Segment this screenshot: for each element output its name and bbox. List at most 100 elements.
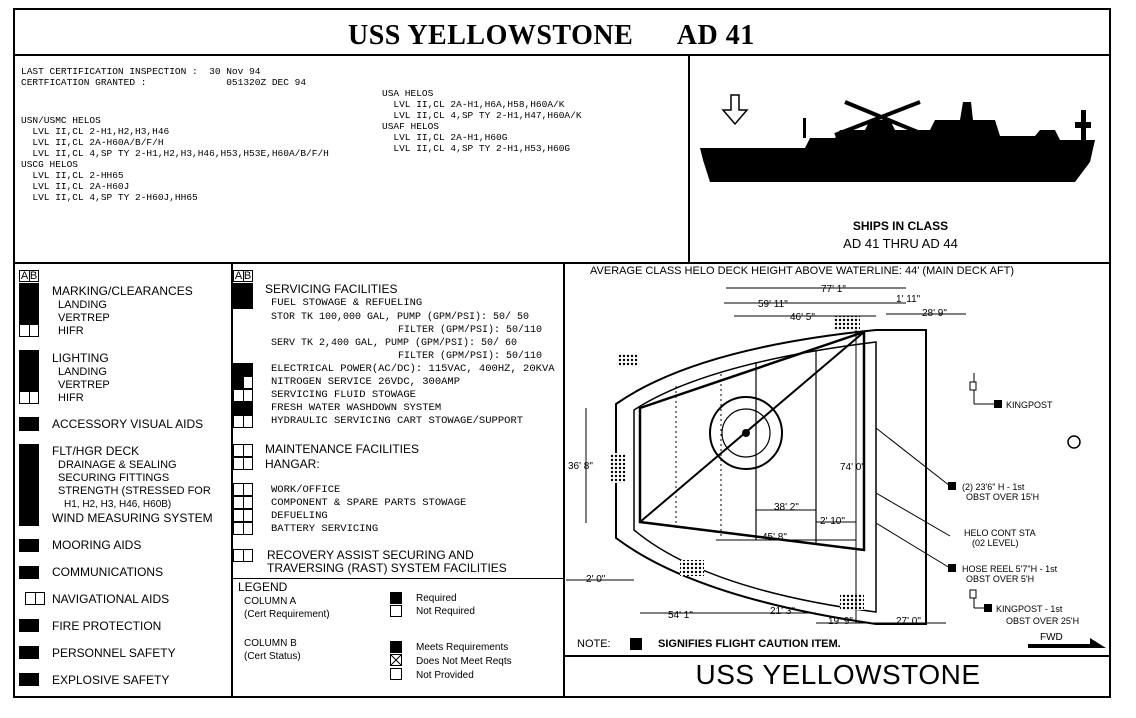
item-visual-aids: ACCESSORY VISUAL AIDS — [52, 417, 204, 431]
info-divider — [688, 56, 690, 264]
check-personnel — [19, 646, 39, 659]
check-nav — [25, 592, 45, 605]
item-comms: COMMUNICATIONS — [52, 565, 164, 579]
item-flt-hgr: FLT/HGR DECK — [52, 444, 140, 458]
down-arrow-icon — [721, 94, 749, 126]
item-battery: BATTERY SERVICING — [271, 523, 379, 535]
check-flt-hgr — [19, 444, 39, 514]
item-freshwater: FRESH WATER WASHDOWN SYSTEM — [271, 402, 442, 414]
item-serv-filter: FILTER (GPM/PSI): 50/110 — [398, 351, 543, 362]
item-maintenance: MAINTENANCE FACILITIES — [265, 442, 420, 456]
legend-not-provided: Not Provided — [416, 670, 474, 681]
check-marking-hifr — [19, 324, 39, 337]
title-bar — [13, 8, 1111, 56]
ship-name: USS YELLOWSTONE — [348, 20, 634, 51]
dim-28: 28' 9" — [922, 308, 947, 319]
legend-title: LEGEND — [238, 580, 288, 594]
item-personnel: PERSONNEL SAFETY — [52, 646, 176, 660]
check-marking-landing — [19, 298, 39, 311]
item-securing: SECURING FITTINGS — [58, 472, 170, 484]
label-fwd: FWD — [1040, 632, 1063, 643]
legend-col-a: COLUMN A — [244, 596, 297, 607]
item-lighting-vertrep: VERTREP — [58, 379, 110, 391]
check-battery — [233, 522, 253, 535]
item-marking-landing: LANDING — [58, 299, 107, 311]
check-lighting-vertrep — [19, 378, 39, 391]
label-helo-cont-2: (02 LEVEL) — [972, 538, 1019, 548]
ships-in-class-range: AD 41 THRU AD 44 — [843, 236, 958, 251]
check-component — [233, 496, 253, 509]
note-text: SIGNIFIES FLIGHT CAUTION ITEM. — [658, 638, 841, 650]
note-caution-swatch — [630, 638, 642, 650]
label-kingpost-2b: OBST OVER 25'H — [1006, 616, 1079, 626]
legend-not-required-swatch — [390, 605, 402, 617]
dim-59: 59' 11" — [758, 299, 788, 310]
legend-not-meets-swatch — [390, 654, 402, 666]
item-nitrogen: NITROGEN SERVICE 26VDC, 300AMP — [271, 376, 461, 388]
dim-19: 19' 9" — [828, 616, 853, 627]
item-hydraulic: HYDRAULIC SERVICING CART STOWAGE/SUPPORT — [271, 415, 524, 427]
check-mooring — [19, 539, 39, 552]
check-explosive — [19, 673, 39, 686]
ship-silhouette — [700, 94, 1095, 182]
item-stor: STOR TK 100,000 GAL, PUMP (GPM/PSI): 50/… — [271, 312, 530, 323]
check-wind — [19, 512, 39, 526]
col-header-left: A B — [19, 270, 39, 282]
cert-line-1: LAST CERTIFICATION INSPECTION : 30 Nov 9… — [21, 66, 261, 77]
note-label: NOTE: — [577, 638, 611, 650]
left-col-divider — [231, 264, 233, 698]
check-fluid — [233, 389, 253, 402]
check-lighting-landing — [19, 365, 39, 378]
label-helo-cont: HELO CONT STA — [964, 528, 1036, 538]
check-recovery — [233, 549, 253, 562]
item-fuel: FUEL STOWAGE & REFUELING — [271, 297, 423, 309]
check-maintenance — [233, 444, 253, 457]
dim-21: 21' 3" — [770, 606, 795, 617]
legend-col-b: COLUMN B — [244, 638, 297, 649]
legend-not-required: Not Required — [416, 606, 475, 617]
item-lighting-landing: LANDING — [58, 366, 107, 378]
dim-74: 74' 0" — [840, 462, 865, 473]
dim-45: 45' 8" — [762, 532, 787, 543]
item-hangar: HANGAR: — [265, 457, 320, 471]
footer-ship-name: USS YELLOWSTONE — [695, 659, 981, 690]
legend-required-swatch — [390, 592, 402, 604]
item-recovery-2: TRAVERSING (RAST) SYSTEM FACILITIES — [267, 561, 507, 575]
dim-1-11: 1' 11" — [896, 294, 921, 305]
label-hose-2: OBST OVER 5'H — [966, 574, 1034, 584]
page-title: USS YELLOWSTONE AD 41 — [348, 20, 755, 52]
legend-meets-swatch — [390, 641, 402, 653]
item-lighting: LIGHTING — [52, 351, 109, 365]
check-marking-vertrep — [19, 311, 39, 324]
legend-required: Required — [416, 593, 457, 604]
legend-rule — [233, 578, 563, 579]
legend-col-a-sub: (Cert Requirement) — [244, 609, 330, 620]
check-visual-aids — [19, 417, 39, 431]
hull-number: AD 41 — [676, 20, 755, 51]
ships-in-class-label: SHIPS IN CLASS — [852, 219, 949, 233]
check-hydraulic — [233, 415, 253, 428]
dim-54: 54' 1" — [668, 610, 693, 621]
dim-2-0: 2' 0" — [586, 574, 606, 585]
check-nitrogen — [233, 376, 253, 389]
label-obst1b: OBST OVER 15'H — [966, 492, 1039, 502]
fwd-arrow-icon — [1028, 638, 1106, 648]
check-workoffice — [233, 483, 253, 496]
item-marking-hifr: HIFR — [58, 325, 84, 337]
legend-meets: Meets Requirements — [416, 642, 509, 653]
item-serv: SERV TK 2,400 GAL, PUMP (GPM/PSI): 50/ 6… — [271, 338, 518, 349]
label-kingpost-2: KINGPOST - 1st — [996, 604, 1063, 614]
legend-not-provided-swatch — [390, 668, 402, 680]
info-bottom-rule — [13, 262, 1111, 264]
mid-col-divider — [563, 264, 565, 698]
item-workoffice: WORK/OFFICE — [271, 484, 341, 496]
dim-36: 36' 8" — [568, 461, 593, 472]
label-hose: HOSE REEL 5'7"H - 1st — [962, 564, 1058, 574]
helo-deck-diagram: 77' 1" 59' 11" 46' 5" 1' 11" 28' 9" 36' … — [566, 284, 1106, 648]
item-defueling: DEFUELING — [271, 510, 328, 522]
dim-46: 46' 5" — [790, 312, 815, 323]
deck-height-note: AVERAGE CLASS HELO DECK HEIGHT ABOVE WAT… — [590, 265, 1015, 277]
helos-right: USA HELOS LVL II,CL 2A-H1,H6A,H58,H60A/K… — [382, 88, 582, 154]
item-lighting-hifr: HIFR — [58, 392, 84, 404]
dim-77: 77' 1" — [821, 284, 846, 295]
